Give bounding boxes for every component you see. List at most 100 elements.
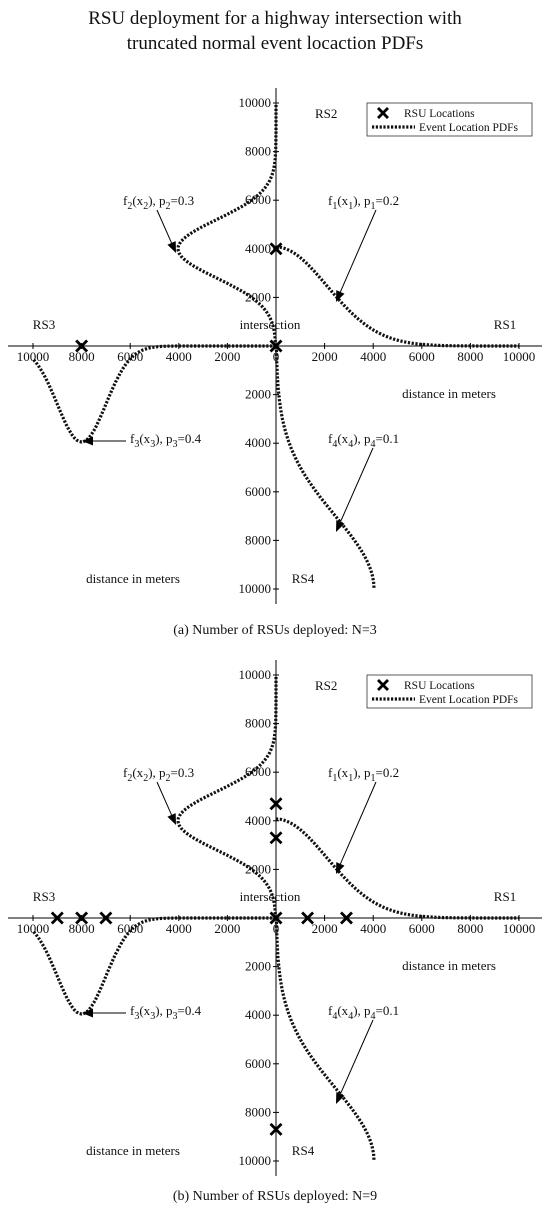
- pdf-arrow-f3: [82, 1008, 126, 1018]
- tick-label-y-up: 10000: [239, 95, 272, 110]
- pdf-curve-f4: [274, 346, 376, 590]
- chart-title-line-1: RSU deployment for a highway intersectio…: [88, 8, 462, 29]
- pdf-label-f4: f4(x4), p4=0.1: [328, 431, 399, 450]
- pdf-arrow-f3: [82, 436, 126, 446]
- tick-label-x-right: 8000: [457, 921, 483, 936]
- pdf-label-f1: f1(x1), p1=0.2: [328, 193, 399, 212]
- tick-label-y-down: 6000: [245, 1056, 271, 1071]
- pdf-curve-f1: [275, 245, 519, 348]
- tick-label-y-up: 4000: [245, 241, 271, 256]
- tick-label-y-up: 8000: [245, 716, 271, 731]
- segment-label-rs1: RS1: [494, 317, 516, 332]
- pdf-curve-f1: [275, 817, 519, 920]
- pdf-label-f1: f1(x1), p1=0.2: [328, 765, 399, 784]
- pdf-label-f2: f2(x2), p2=0.3: [123, 765, 194, 784]
- tick-label-y-down: 4000: [245, 1007, 271, 1022]
- tick-label-x-left: 10000: [17, 921, 50, 936]
- tick-label-x-left: 10000: [17, 349, 50, 364]
- tick-label-x-right: 6000: [409, 921, 435, 936]
- panel-caption: (a) Number of RSUs deployed: N=3: [173, 623, 376, 638]
- chart-title-line-2: truncated normal event locaction PDFs: [126, 33, 424, 54]
- pdf-label-f2: f2(x2), p2=0.3: [123, 193, 194, 212]
- pdf-label-f4: f4(x4), p4=0.1: [328, 1003, 399, 1022]
- distance-label-left: distance in meters: [86, 571, 180, 586]
- tick-label-x-left: 6000: [117, 921, 143, 936]
- rsu-marker: [75, 339, 89, 353]
- distance-label-left: distance in meters: [86, 1143, 180, 1158]
- tick-label-x-left: 2000: [214, 921, 240, 936]
- tick-label-y-up: 6000: [245, 764, 271, 779]
- rsu-marker: [269, 1122, 283, 1136]
- pdf-arrow-f1: [336, 209, 377, 302]
- rsu-marker: [269, 831, 283, 845]
- segment-label-rs3: RS3: [33, 317, 55, 332]
- tick-label-x-left: 4000: [166, 349, 192, 364]
- rsu-marker: [339, 911, 353, 925]
- rsu-marker: [301, 911, 315, 925]
- tick-label-x-right: 10000: [503, 349, 536, 364]
- rsu-marker: [75, 911, 89, 925]
- tick-label-x-right: 4000: [360, 349, 386, 364]
- rsu-marker: [269, 339, 283, 353]
- segment-label-rs2: RS2: [315, 678, 337, 693]
- pdf-arrow-f4: [336, 1019, 374, 1104]
- pdf-label-f3: f3(x3), p3=0.4: [130, 1003, 202, 1022]
- tick-label-y-down: 6000: [245, 484, 271, 499]
- pdf-label-f3: f3(x3), p3=0.4: [130, 431, 202, 450]
- tick-label-y-down: 10000: [239, 1153, 272, 1168]
- pdf-arrow-f4: [336, 447, 374, 532]
- pdf-curve-f2: [176, 103, 278, 347]
- tick-label-y-up: 4000: [245, 813, 271, 828]
- rsu-marker: [269, 797, 283, 811]
- pdf-arrow-f1: [336, 781, 377, 874]
- rsu-marker: [99, 911, 113, 925]
- chart-panel-b: 0 2000 2000 2000 2000 4000 4000 4000 4000 6000 600…: [8, 660, 542, 1204]
- pdf-curve-f2: [176, 675, 278, 919]
- tick-label-x-right: 4000: [360, 921, 386, 936]
- tick-label-y-down: 8000: [245, 532, 271, 547]
- tick-label-x-left: 8000: [69, 921, 95, 936]
- tick-label-y-down: 2000: [245, 959, 271, 974]
- intersection-label: intersection: [240, 317, 301, 332]
- legend-box: [366, 102, 533, 137]
- segment-label-rs1: RS1: [494, 889, 516, 904]
- tick-label-y-down: 4000: [245, 435, 271, 450]
- segment-label-rs4: RS4: [292, 571, 315, 586]
- tick-label-y-up: 8000: [245, 144, 271, 159]
- tick-label-y-down: 2000: [245, 387, 271, 402]
- legend-marker-rsu: [377, 107, 389, 119]
- tick-label-x-left: 8000: [69, 349, 95, 364]
- chart-title: RSU deployment for a highway intersectio…: [0, 6, 550, 56]
- legend-box: [366, 674, 533, 709]
- tick-label-x-right: 6000: [409, 349, 435, 364]
- tick-label-y-up: 10000: [239, 667, 272, 682]
- tick-label-y-up: 6000: [245, 192, 271, 207]
- rsu-marker: [269, 911, 283, 925]
- segment-label-rs3: RS3: [33, 889, 55, 904]
- tick-label-origin: 0: [273, 921, 280, 936]
- tick-label-x-right: 2000: [312, 921, 338, 936]
- tick-label-y-down: 8000: [245, 1104, 271, 1119]
- legend-marker-rsu: [377, 679, 389, 691]
- tick-label-x-right: 2000: [312, 349, 338, 364]
- tick-label-x-right: 8000: [457, 349, 483, 364]
- tick-label-y-up: 2000: [245, 289, 271, 304]
- tick-label-x-left: 4000: [166, 921, 192, 936]
- tick-label-y-down: 10000: [239, 581, 272, 596]
- rsu-marker: [269, 242, 283, 256]
- tick-label-x-left: 6000: [117, 349, 143, 364]
- legend-label-pdf: Event Location PDFs: [419, 122, 519, 134]
- pdf-arrow-f2: [156, 781, 176, 825]
- tick-label-y-up: 2000: [245, 861, 271, 876]
- distance-label-right: distance in meters: [402, 958, 496, 973]
- distance-label-right: distance in meters: [402, 386, 496, 401]
- segment-label-rs4: RS4: [292, 1143, 315, 1158]
- panel-caption: (b) Number of RSUs deployed: N=9: [173, 1189, 377, 1204]
- pdf-arrow-f2: [156, 209, 176, 253]
- legend-label-rsu: RSU Locations: [404, 680, 475, 692]
- rsu-marker: [50, 911, 64, 925]
- segment-label-rs2: RS2: [315, 106, 337, 121]
